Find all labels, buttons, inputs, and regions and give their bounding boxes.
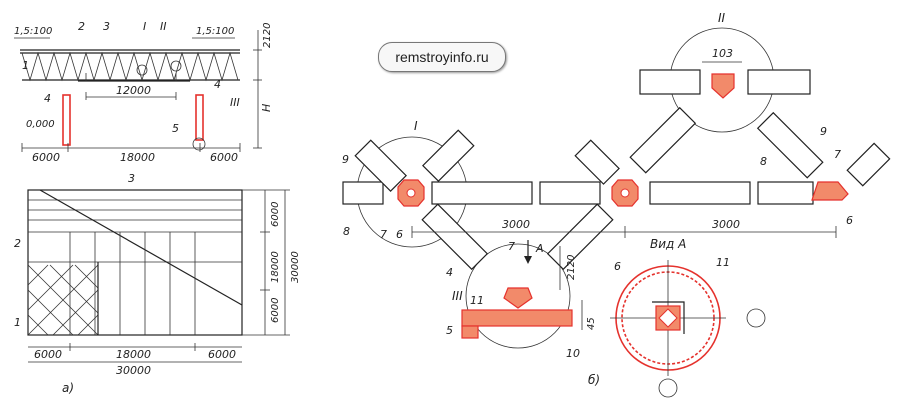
fig-a-plan-labels: 3 2 1 6000 18000 6000 30000 6000 18000 6… — [14, 172, 301, 395]
dim-3000-right-label: 3000 — [712, 218, 740, 231]
plan-dim-6000-bottom: 6000 — [270, 298, 281, 323]
callout-6-left: 6 — [396, 228, 403, 241]
node-III-label: III — [452, 289, 463, 303]
node-III — [503, 287, 533, 309]
callout-9-left: 9 — [342, 153, 349, 166]
plan-dim-6000-top: 6000 — [270, 202, 281, 227]
column-right — [195, 94, 204, 141]
callout-7-left: 7 — [380, 228, 387, 241]
callout-10-b: 10 — [566, 347, 580, 360]
fig-b-diagonals — [354, 106, 891, 271]
callout-7-bottom: 7 — [508, 240, 515, 253]
plan-bottom-6000-right: 6000 — [208, 348, 236, 361]
callout-8-left: 8 — [343, 225, 350, 238]
callout-5-b: 5 — [446, 324, 453, 337]
callout-6-right: 6 — [846, 214, 853, 227]
node-right-support — [811, 181, 849, 201]
plan-dim-30000-right: 30000 — [290, 251, 301, 283]
detail-circle-III — [465, 243, 571, 349]
fig-a-elevation-labels: 1,5:100 1,5:100 2120 H 12000 0,000 6000 … — [14, 20, 273, 164]
callout-6-viewA: 6 — [614, 260, 621, 273]
support-plate — [461, 309, 573, 327]
fig-a-elevation — [14, 30, 262, 152]
arrow-A-label: A — [535, 242, 544, 255]
callout-7-right: 7 — [834, 148, 841, 161]
plan-bottom-30000: 30000 — [116, 364, 151, 377]
fig-b-dims — [411, 61, 837, 330]
caption-b: б) — [588, 373, 600, 387]
callout-2: 2 — [78, 20, 85, 33]
node-I-label: I — [414, 119, 418, 133]
callout-4-b: 4 — [446, 266, 453, 279]
callout-1: 1 — [22, 59, 29, 72]
dim-6000-left-label: 6000 — [32, 151, 60, 164]
node-II — [711, 73, 735, 99]
dim-18000-label: 18000 — [120, 151, 155, 164]
slope-left-label: 1,5:100 — [14, 26, 52, 37]
callout-1-plan: 1 — [14, 316, 21, 329]
view-A-label: Вид A — [650, 237, 686, 251]
callout-9-right: 9 — [820, 125, 827, 138]
plan-dim-18000: 18000 — [270, 251, 281, 283]
callout-III: III — [230, 96, 240, 109]
callout-11-viewA: 11 — [716, 256, 730, 269]
caption-a: а) — [62, 381, 74, 395]
fig-a-plan — [27, 189, 290, 363]
callout-5: 5 — [172, 122, 179, 135]
fig-b-nodes — [397, 73, 849, 339]
node-II-label: II — [718, 11, 726, 25]
watermark-badge: remstroyinfo.ru — [378, 42, 506, 72]
fig-b-bottom-chord — [342, 181, 814, 205]
dim-2120-b-label: 2120 — [566, 255, 577, 280]
callout-4a: 4 — [44, 92, 51, 105]
callout-II: II — [160, 20, 167, 33]
plan-bottom-18000: 18000 — [116, 348, 151, 361]
slope-right-label: 1,5:100 — [196, 26, 234, 37]
callout-2-plan: 2 — [14, 237, 21, 250]
callout-3-plan: 3 — [128, 172, 135, 185]
fig-b-top-chord — [639, 69, 811, 95]
column-left — [62, 94, 71, 146]
callout-11-b: 11 — [470, 294, 484, 307]
dim-2120-label: 2120 — [262, 23, 273, 48]
dim-103-label: 103 — [712, 47, 733, 60]
callout-3: 3 — [103, 20, 110, 33]
view-A — [610, 260, 766, 398]
plan-bottom-6000-left: 6000 — [34, 348, 62, 361]
callout-I: I — [143, 20, 146, 33]
dim-3000-left-label: 3000 — [502, 218, 530, 231]
dim-12000-label: 12000 — [116, 84, 151, 97]
dim-45-label: 45 — [586, 317, 597, 330]
callout-8-right: 8 — [760, 155, 767, 168]
dim-H-label: H — [260, 104, 273, 112]
level-0-label: 0,000 — [26, 119, 55, 130]
dim-6000-right-label: 6000 — [210, 151, 238, 164]
fig-b-labels: I II III 103 3000 3000 2120 45 A Вид A 9… — [342, 11, 853, 387]
callout-4b: 4 — [214, 78, 221, 91]
